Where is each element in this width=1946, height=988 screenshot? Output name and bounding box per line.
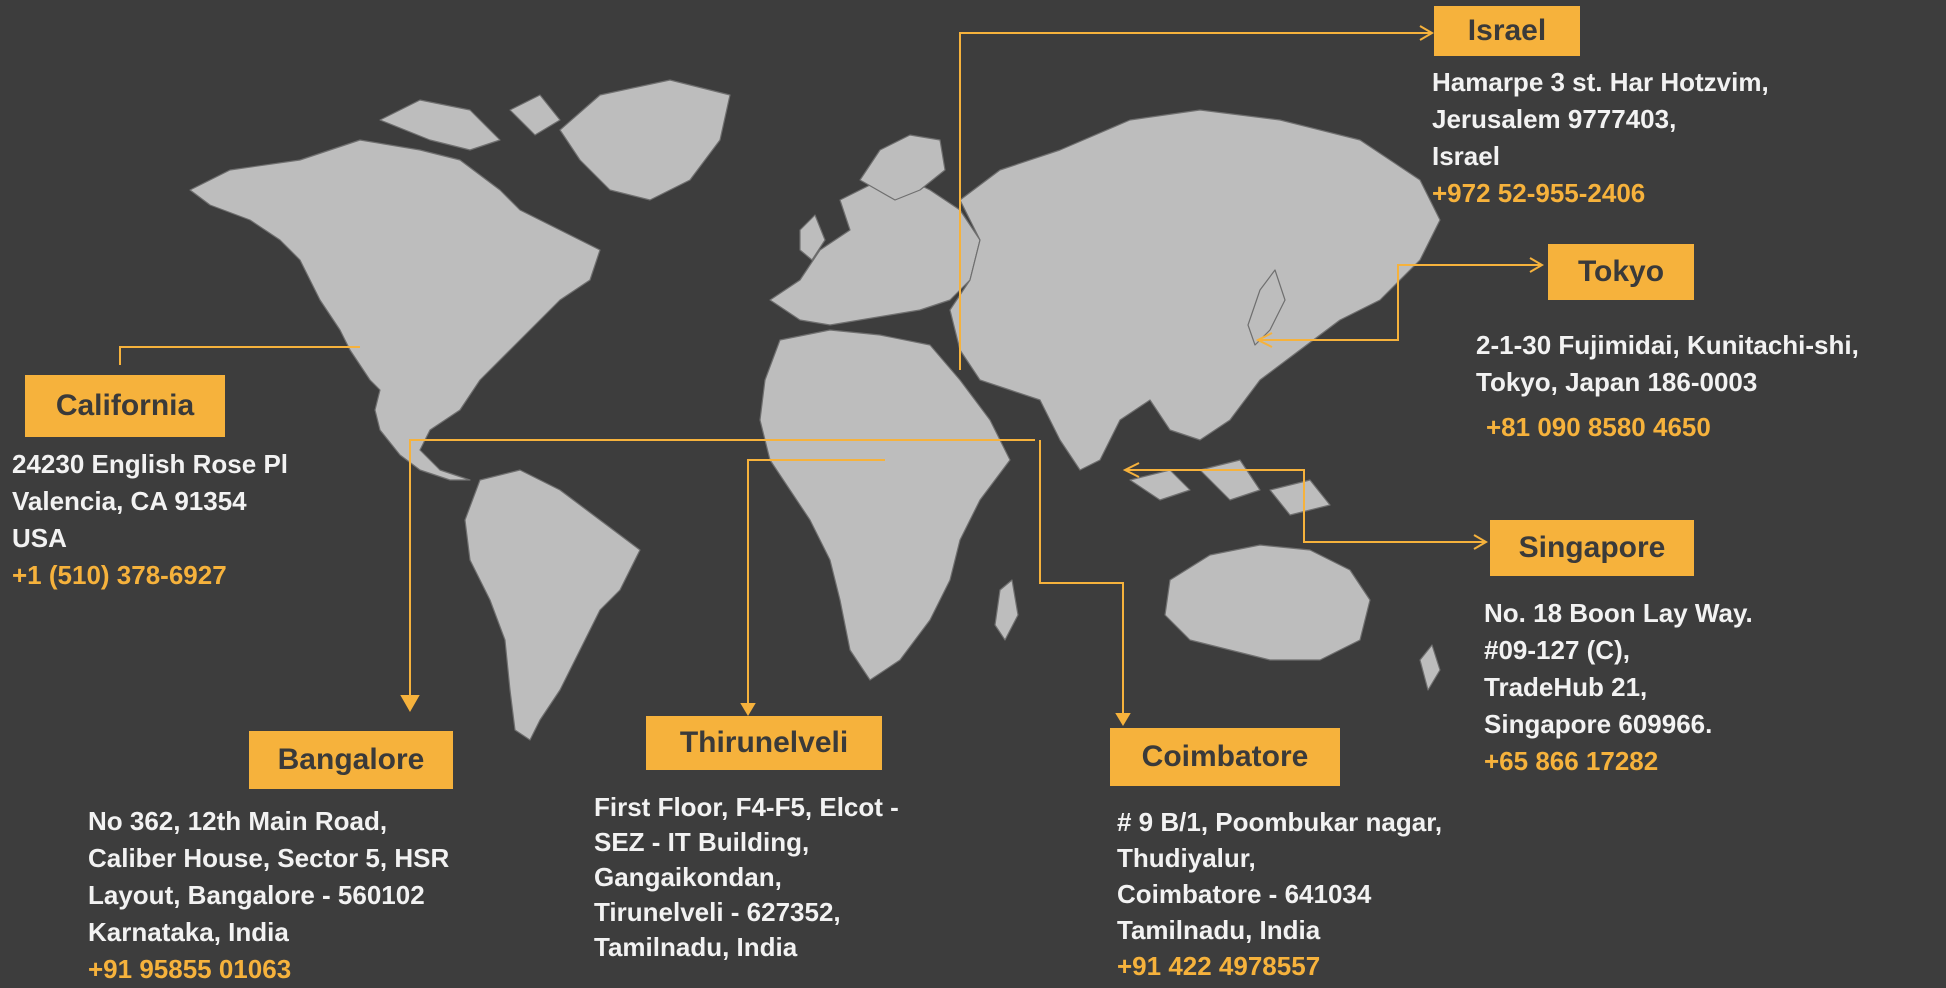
office-badge-coimbatore: Coimbatore [1110, 728, 1340, 786]
office-address-california: 24230 English Rose Pl Valencia, CA 91354… [12, 446, 288, 594]
south-america-landmass [464, 469, 641, 741]
address-line: 24230 English Rose Pl [12, 449, 289, 479]
office-address-coimbatore: # 9 B/1, Poombukar nagar, Thudiyalur, Co… [1117, 804, 1442, 984]
address-line: Gangaikondan, [594, 862, 782, 892]
phone-number[interactable]: +91 422 4978557 [1117, 951, 1321, 981]
office-badge-tokyo: Tokyo [1548, 244, 1694, 300]
address-line: Tamilnadu, India [1117, 915, 1321, 945]
office-badge-bangalore: Bangalore [249, 731, 453, 789]
office-address-bangalore: No 362, 12th Main Road, Caliber House, S… [88, 803, 449, 988]
address-line: Thudiyalur, [1117, 843, 1256, 873]
address-line: Tokyo, Japan 186-0003 [1476, 367, 1758, 397]
scandinavia-landmass [859, 134, 946, 201]
new-zealand-landmass [1419, 644, 1441, 691]
address-line: Karnataka, India [88, 917, 289, 947]
address-line: Tirunelveli - 627352, [594, 897, 841, 927]
address-line: Jerusalem 9777403, [1432, 104, 1677, 134]
arrowhead-thirunelveli [740, 703, 756, 716]
connector-line-tokyo [1260, 264, 1540, 341]
arrowhead-singapore [1473, 534, 1488, 550]
europe-landmass [769, 174, 981, 326]
arrowhead-tokyo-map [1255, 332, 1273, 348]
phone-number[interactable]: +65 866 17282 [1484, 746, 1659, 776]
address-line: No. 18 Boon Lay Way. [1484, 598, 1753, 628]
office-address-thirunelveli: First Floor, F4-F5, Elcot - SEZ - IT Bui… [594, 790, 899, 965]
phone-number[interactable]: +1 (510) 378-6927 [12, 560, 227, 590]
southeast-asia-islands-landmass [1129, 459, 1331, 516]
office-address-israel: Hamarpe 3 st. Har Hotzvim, Jerusalem 977… [1432, 64, 1769, 212]
greenland-landmass [559, 79, 731, 201]
africa-landmass [759, 329, 1011, 681]
address-line: No 362, 12th Main Road, [88, 806, 388, 836]
arrowhead-tokyo [1529, 257, 1544, 273]
arrowhead-bangalore [400, 695, 420, 713]
phone-number[interactable]: +91 95855 01063 [88, 954, 292, 984]
japan-landmass [1247, 269, 1286, 346]
address-line: USA [12, 523, 67, 553]
arrowhead-singapore-map [1122, 462, 1140, 478]
arrowhead-israel [1419, 25, 1434, 41]
address-line: Hamarpe 3 st. Har Hotzvim, [1432, 67, 1769, 97]
asia-landmass [949, 109, 1441, 471]
address-line: 2-1-30 Fujimidai, Kunitachi-shi, [1476, 330, 1859, 360]
arctic-islands-landmass [379, 94, 561, 151]
connector-line-california [119, 346, 360, 365]
britain-landmass [799, 214, 826, 261]
office-badge-israel: Israel [1434, 6, 1580, 56]
address-line: # 9 B/1, Poombukar nagar, [1117, 807, 1443, 837]
phone-number[interactable]: +81 090 8580 4650 [1486, 412, 1711, 442]
address-line: Caliber House, Sector 5, HSR [88, 843, 450, 873]
address-line: Coimbatore - 641034 [1117, 879, 1372, 909]
office-address-singapore: No. 18 Boon Lay Way. #09-127 (C), TradeH… [1484, 595, 1753, 780]
address-line: Layout, Bangalore - 560102 [88, 880, 425, 910]
connector-line-coimbatore [1039, 440, 1124, 722]
office-address-tokyo: 2-1-30 Fujimidai, Kunitachi-shi, Tokyo, … [1476, 327, 1859, 446]
address-line: #09-127 (C), [1484, 635, 1630, 665]
office-badge-singapore: Singapore [1490, 520, 1694, 576]
arrowhead-coimbatore [1115, 713, 1131, 726]
address-line: Valencia, CA 91354 [12, 486, 247, 516]
address-line: Singapore 609966. [1484, 709, 1713, 739]
connector-line-israel [959, 32, 1430, 370]
connector-line-bangalore [409, 439, 1035, 702]
office-badge-thirunelveli: Thirunelveli [646, 716, 882, 770]
madagascar-landmass [994, 579, 1019, 641]
address-line: First Floor, F4-F5, Elcot - [594, 792, 899, 822]
address-line: Tamilnadu, India [594, 932, 798, 962]
address-line: TradeHub 21, [1484, 672, 1648, 702]
australia-landmass [1164, 544, 1371, 661]
north-america-landmass [189, 139, 601, 481]
phone-number[interactable]: +972 52-955-2406 [1432, 178, 1646, 208]
connector-line-singapore [1127, 469, 1484, 543]
connector-line-thirunelveli [747, 459, 885, 712]
address-line: SEZ - IT Building, [594, 827, 810, 857]
address-line: Israel [1432, 141, 1500, 171]
office-badge-california: California [25, 375, 225, 437]
